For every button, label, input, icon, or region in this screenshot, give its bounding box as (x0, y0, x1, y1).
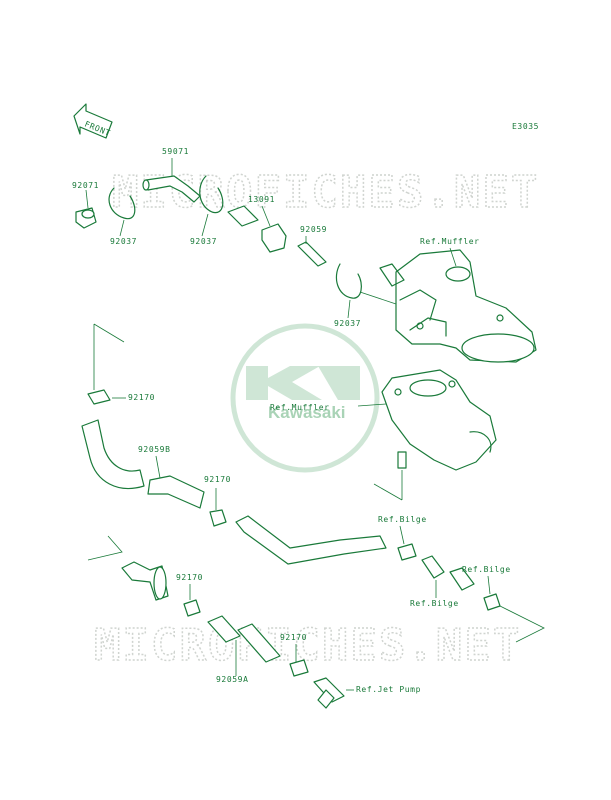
watermark-bottom: MICROFICHES.NET (94, 620, 521, 671)
label-92170-c: 92170 (176, 573, 203, 582)
label-59071: 59071 (162, 147, 189, 156)
hose-small-right-a (421, 555, 445, 579)
hose-curved-left (81, 419, 145, 490)
label-92170-b: 92170 (204, 475, 231, 484)
part-59071-elbow (142, 175, 201, 203)
logo-text: Kawasaki (268, 403, 346, 422)
ref-bilge-c: Ref.Bilge (462, 565, 511, 574)
part-92059a-hose-a (207, 615, 241, 643)
part-92170-clamp-a (87, 389, 111, 405)
ref-muffler-mid: Ref.Muffler (270, 403, 330, 412)
part-92071-cap (75, 207, 97, 229)
label-92059a: 92059A (216, 675, 249, 684)
label-92037-right: 92037 (334, 319, 361, 328)
watermark-top: MICROFICHES.NET (112, 167, 539, 218)
part-92059b-hose (147, 475, 205, 509)
label-92037-left: 92037 (110, 237, 137, 246)
diagram-code: E3035 (512, 122, 539, 131)
part-92037-clip-right (335, 263, 362, 299)
label-92059b: 92059B (138, 445, 171, 454)
ref-bilge-a: Ref.Bilge (378, 515, 427, 524)
label-92037-middle: 92037 (190, 237, 217, 246)
hose-small-right-b (449, 567, 475, 591)
hose-segment-upper (227, 205, 259, 227)
part-92037-clip-left (108, 187, 136, 220)
fitting-lower-left (121, 561, 169, 601)
ref-bilge-b: Ref.Bilge (410, 599, 459, 608)
label-92170-a: 92170 (128, 393, 155, 402)
label-13091: 13091 (248, 195, 275, 204)
part-92059a-hose-b (237, 623, 281, 663)
part-92037-clip-middle (199, 175, 224, 214)
part-92059-hose (297, 241, 327, 267)
part-92170-clamp-c (183, 599, 201, 617)
muffler-lower (381, 369, 497, 471)
ref-muffler-top: Ref.Muffler (420, 237, 480, 246)
part-92170-clamp-b (209, 509, 227, 527)
ref-jet-pump: Ref.Jet Pump (356, 685, 421, 694)
part-13091-block (261, 223, 287, 253)
label-92071: 92071 (72, 181, 99, 190)
clamp-bilge-c (483, 593, 501, 611)
muffler-upper (379, 249, 537, 363)
label-92170-d: 92170 (280, 633, 307, 642)
part-92170-clamp-d (289, 659, 309, 677)
front-arrow-icon: FRONT (73, 103, 113, 139)
kawasaki-logo: Kawasaki (230, 323, 380, 473)
hose-long-center (235, 515, 387, 565)
jet-pump-fitting-stub (317, 689, 335, 709)
clamp-bilge-a (397, 543, 417, 561)
label-92059: 92059 (300, 225, 327, 234)
